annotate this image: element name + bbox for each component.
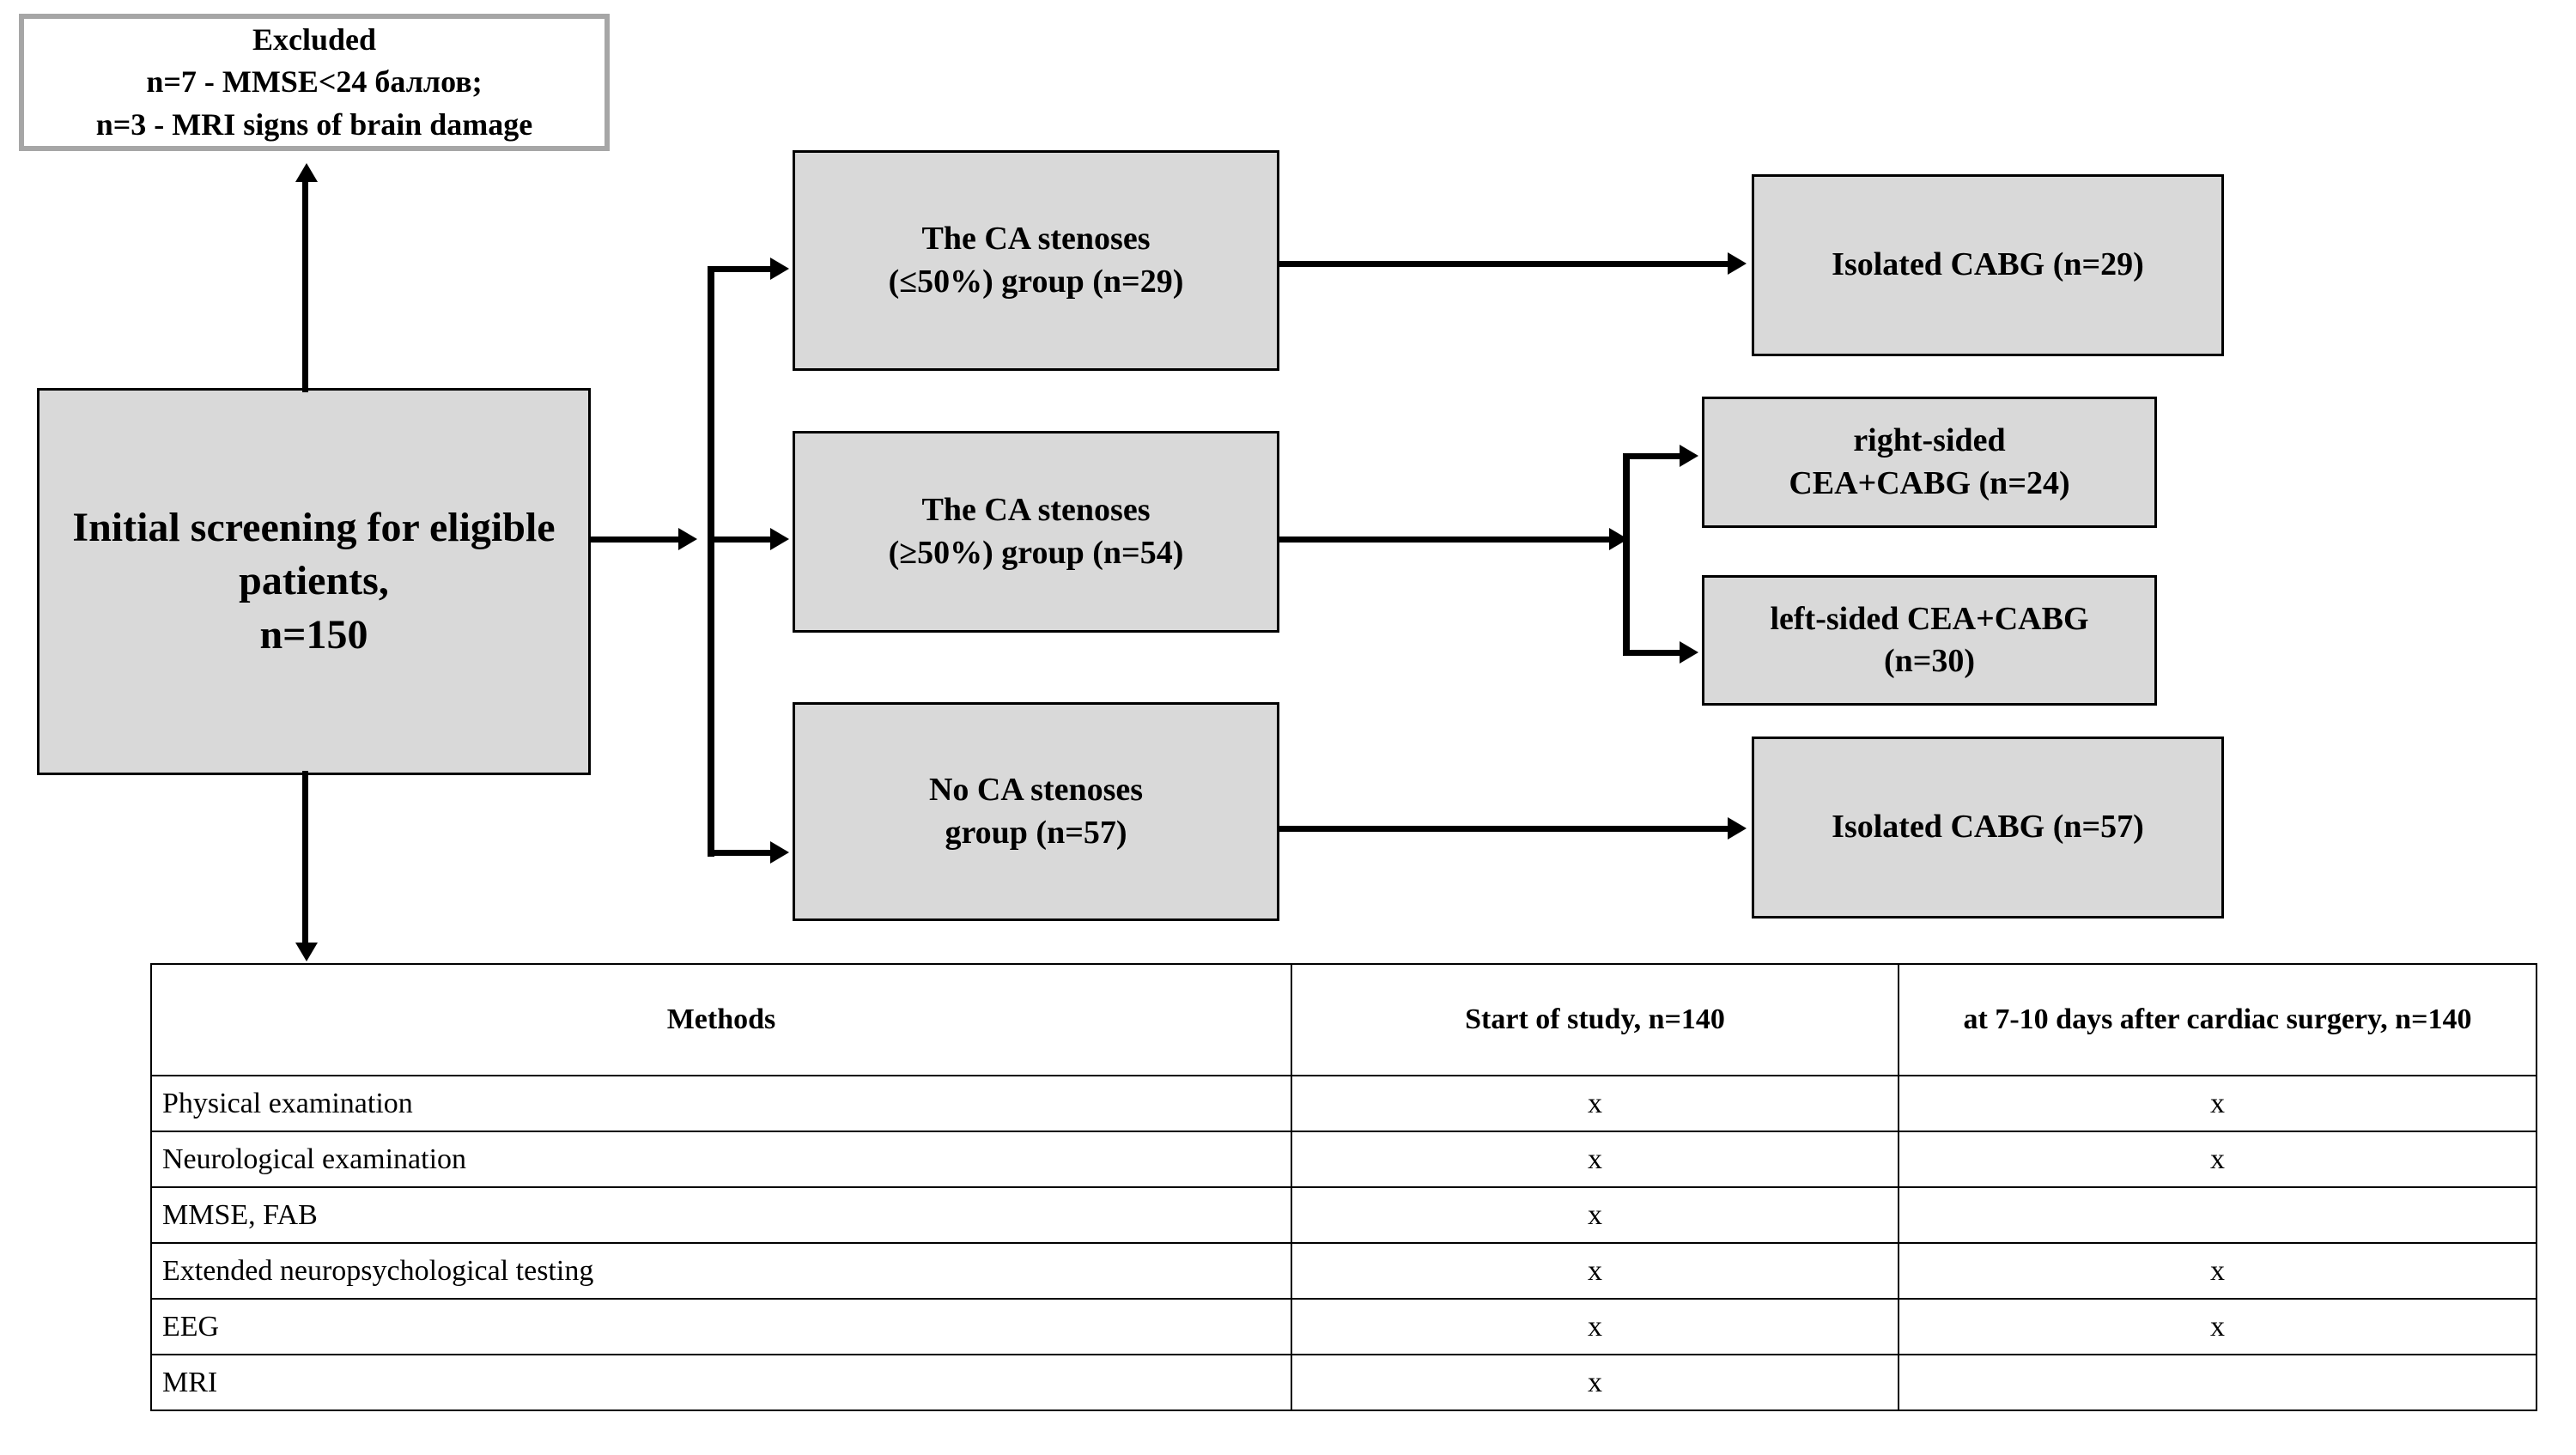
methods-table: Methods Start of study, n=140 at 7-10 da… bbox=[150, 963, 2537, 1411]
cell-start-mark: x bbox=[1291, 1186, 1899, 1244]
table-header-row: Methods Start of study, n=140 at 7-10 da… bbox=[150, 963, 2537, 1076]
table-row: Extended neuropsychological testing x x bbox=[150, 1242, 2537, 1300]
connector-screening-to-excluded bbox=[302, 182, 308, 392]
connector-no-ca-to-isolated-cabg-57 bbox=[1279, 826, 1733, 832]
node-left-sided-cea-cabg-label: left-sided CEA+CABG (n=30) bbox=[1770, 600, 2089, 679]
connector-screening-to-split bbox=[589, 537, 685, 543]
node-excluded: Excluded n=7 - MMSE<24 баллов; n=3 - MRI… bbox=[19, 14, 610, 151]
arrowhead-right-left-cea bbox=[1680, 641, 1698, 664]
table-row: Neurological examination x x bbox=[150, 1131, 2537, 1188]
node-right-sided-cea-cabg-label: right-sided CEA+CABG (n=24) bbox=[1789, 422, 2070, 501]
cell-start-mark: x bbox=[1291, 1298, 1899, 1355]
table-row: EEG x x bbox=[150, 1298, 2537, 1355]
node-isolated-cabg-29: Isolated CABG (n=29) bbox=[1752, 174, 2224, 356]
arrowhead-right-no-ca bbox=[770, 841, 789, 864]
node-group-no-ca-stenoses-label: No CA stenoses group (n=57) bbox=[928, 772, 1144, 851]
connector-branch-to-left-cea bbox=[1623, 650, 1685, 656]
node-left-sided-cea-cabg: left-sided CEA+CABG (n=30) bbox=[1702, 575, 2157, 706]
connector-split-trunk-groups bbox=[708, 269, 714, 857]
connector-branch-to-le50 bbox=[708, 266, 775, 272]
arrowhead-right-ge50 bbox=[770, 528, 789, 550]
node-initial-screening: Initial screening for eligible patients,… bbox=[37, 388, 591, 775]
column-header-methods: Methods bbox=[150, 963, 1292, 1076]
cell-method: Extended neuropsychological testing bbox=[150, 1242, 1292, 1300]
node-right-sided-cea-cabg: right-sided CEA+CABG (n=24) bbox=[1702, 397, 2157, 528]
cell-after-mark bbox=[1898, 1186, 2537, 1244]
cell-after-mark: x bbox=[1898, 1075, 2537, 1132]
node-isolated-cabg-57: Isolated CABG (n=57) bbox=[1752, 737, 2224, 918]
cell-start-mark: x bbox=[1291, 1354, 1899, 1411]
table-row: Physical examination x x bbox=[150, 1075, 2537, 1132]
node-excluded-label: Excluded n=7 - MMSE<24 баллов; n=3 - MRI… bbox=[95, 21, 533, 142]
node-group-no-ca-stenoses: No CA stenoses group (n=57) bbox=[793, 702, 1279, 921]
column-header-start: Start of study, n=140 bbox=[1291, 963, 1899, 1076]
connector-ge50-to-split bbox=[1279, 537, 1616, 543]
arrowhead-right-split-trunk bbox=[678, 528, 697, 550]
node-initial-screening-label: Initial screening for eligible patients,… bbox=[72, 504, 556, 658]
cell-method: Neurological examination bbox=[150, 1131, 1292, 1188]
connector-branch-to-right-cea bbox=[1623, 453, 1685, 459]
cell-after-mark bbox=[1898, 1354, 2537, 1411]
node-group-ca-stenoses-le50: The CA stenoses (≤50%) group (n=29) bbox=[793, 150, 1279, 371]
arrowhead-right-right-cea bbox=[1680, 445, 1698, 467]
table-row: MMSE, FAB x bbox=[150, 1186, 2537, 1244]
node-group-ca-stenoses-ge50: The CA stenoses (≥50%) group (n=54) bbox=[793, 431, 1279, 633]
cell-method: EEG bbox=[150, 1298, 1292, 1355]
arrowhead-right-le50 bbox=[770, 258, 789, 280]
cell-start-mark: x bbox=[1291, 1075, 1899, 1132]
cell-method: Physical examination bbox=[150, 1075, 1292, 1132]
table-row: MRI x bbox=[150, 1354, 2537, 1411]
cell-after-mark: x bbox=[1898, 1242, 2537, 1300]
cell-start-mark: x bbox=[1291, 1131, 1899, 1188]
cell-start-mark: x bbox=[1291, 1242, 1899, 1300]
arrowhead-right-isolated-cabg-57 bbox=[1728, 817, 1747, 840]
arrowhead-up-excluded bbox=[295, 163, 318, 182]
cell-method: MMSE, FAB bbox=[150, 1186, 1292, 1244]
cell-after-mark: x bbox=[1898, 1298, 2537, 1355]
node-group-ca-stenoses-le50-label: The CA stenoses (≤50%) group (n=29) bbox=[888, 221, 1184, 300]
node-isolated-cabg-29-label: Isolated CABG (n=29) bbox=[1832, 246, 2144, 283]
connector-cea-split-trunk bbox=[1623, 453, 1630, 656]
column-header-after: at 7-10 days after cardiac surgery, n=14… bbox=[1898, 963, 2537, 1076]
node-isolated-cabg-57-label: Isolated CABG (n=57) bbox=[1832, 809, 2144, 846]
connector-le50-to-isolated-cabg-29 bbox=[1279, 261, 1733, 267]
cell-method: MRI bbox=[150, 1354, 1292, 1411]
connector-branch-to-no-ca bbox=[708, 850, 775, 856]
connector-branch-to-ge50 bbox=[708, 537, 775, 543]
arrowhead-down-table bbox=[295, 943, 318, 961]
node-group-ca-stenoses-ge50-label: The CA stenoses (≥50%) group (n=54) bbox=[888, 492, 1184, 571]
arrowhead-right-isolated-cabg-29 bbox=[1728, 252, 1747, 275]
cell-after-mark: x bbox=[1898, 1131, 2537, 1188]
connector-screening-to-table bbox=[302, 771, 308, 943]
